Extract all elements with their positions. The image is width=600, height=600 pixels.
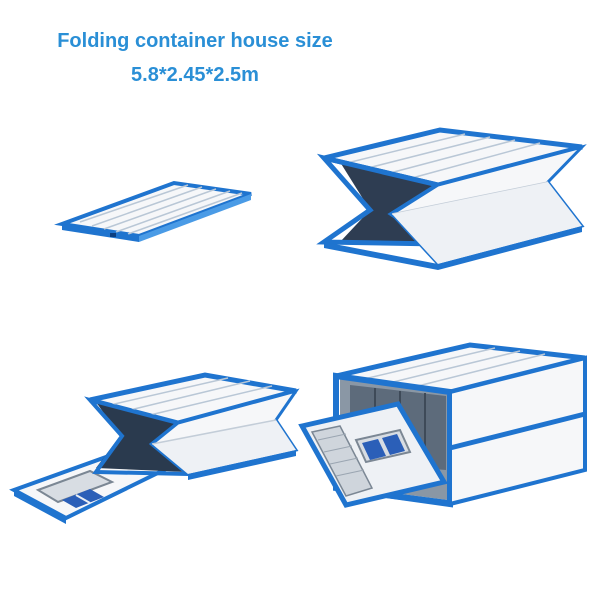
size-caption: 5.8*2.45*2.5m (131, 64, 259, 86)
figure-folded-flat (54, 180, 252, 242)
page-title: Folding container house size (57, 30, 333, 52)
figure-partially-unfolded (316, 127, 587, 270)
figure-fully-unfolded (298, 342, 587, 508)
figure-unfolding-floor (9, 372, 300, 524)
